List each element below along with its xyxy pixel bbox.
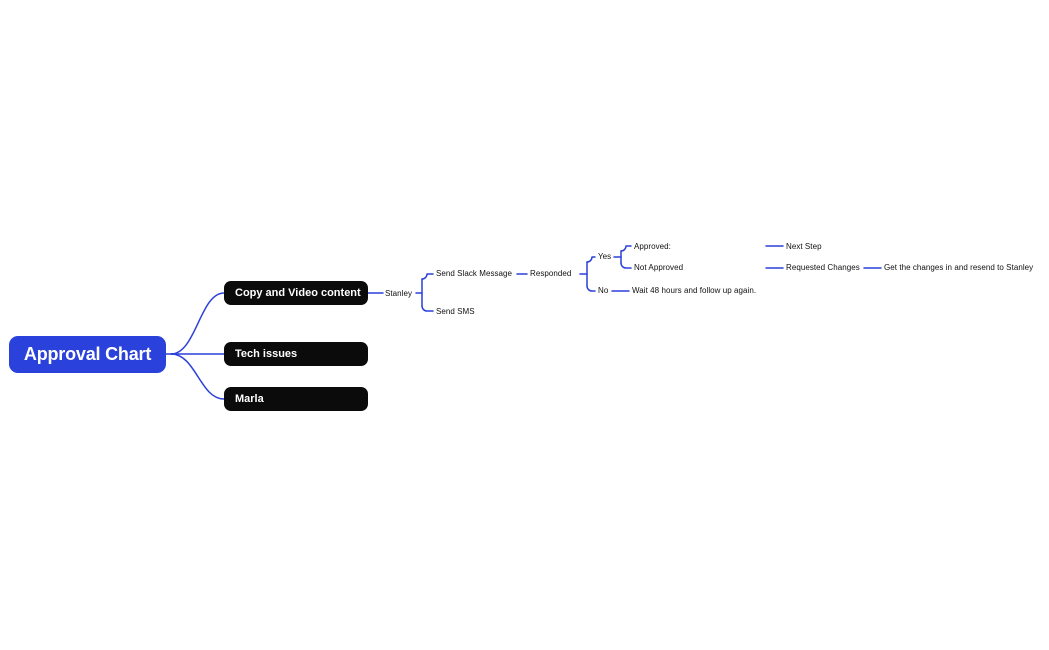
- leaf-node-send-sms[interactable]: Send SMS: [436, 307, 475, 316]
- edge-root-to-branch-3: [170, 353, 225, 400]
- branch-node-label: Copy and Video content: [235, 287, 361, 299]
- root-node-approval-chart[interactable]: Approval Chart: [9, 336, 166, 373]
- leaf-node-responded[interactable]: Responded: [530, 269, 572, 278]
- leaf-node-requested-changes[interactable]: Requested Changes: [786, 263, 860, 272]
- root-node-label: Approval Chart: [23, 344, 152, 364]
- edge-root-to-branch-1: [170, 292, 225, 355]
- leaf-node-get-changes-resend[interactable]: Get the changes in and resend to Stanley: [884, 263, 1034, 272]
- branch-node-marla[interactable]: Marla: [224, 387, 368, 411]
- edge-responded-to-yes: [586, 256, 596, 263]
- leaf-node-wait-48-hours[interactable]: Wait 48 hours and follow up again.: [632, 286, 757, 295]
- edge-stanley-to-slack: [421, 273, 434, 280]
- leaf-node-not-approved[interactable]: Not Approved: [634, 263, 684, 272]
- leaf-node-stanley[interactable]: Stanley: [385, 289, 413, 298]
- leaf-node-no[interactable]: No: [598, 286, 609, 295]
- leaf-node-yes[interactable]: Yes: [598, 252, 612, 261]
- branch-node-copy-and-video-content[interactable]: Copy and Video content: [224, 281, 368, 305]
- branch-node-tech-issues[interactable]: Tech issues: [224, 342, 368, 366]
- branch-node-label: Tech issues: [235, 348, 298, 360]
- branch-node-label: Marla: [235, 393, 264, 405]
- leaf-node-approved[interactable]: Approved:: [634, 242, 671, 251]
- edge-stanley-to-sms: [421, 305, 434, 312]
- edge-responded-to-no: [586, 285, 596, 292]
- edge-yes-to-approved: [620, 245, 632, 252]
- leaf-node-send-slack-message[interactable]: Send Slack Message: [436, 269, 513, 278]
- edge-yes-to-notapproved: [620, 262, 632, 269]
- leaf-node-next-step[interactable]: Next Step: [786, 242, 822, 251]
